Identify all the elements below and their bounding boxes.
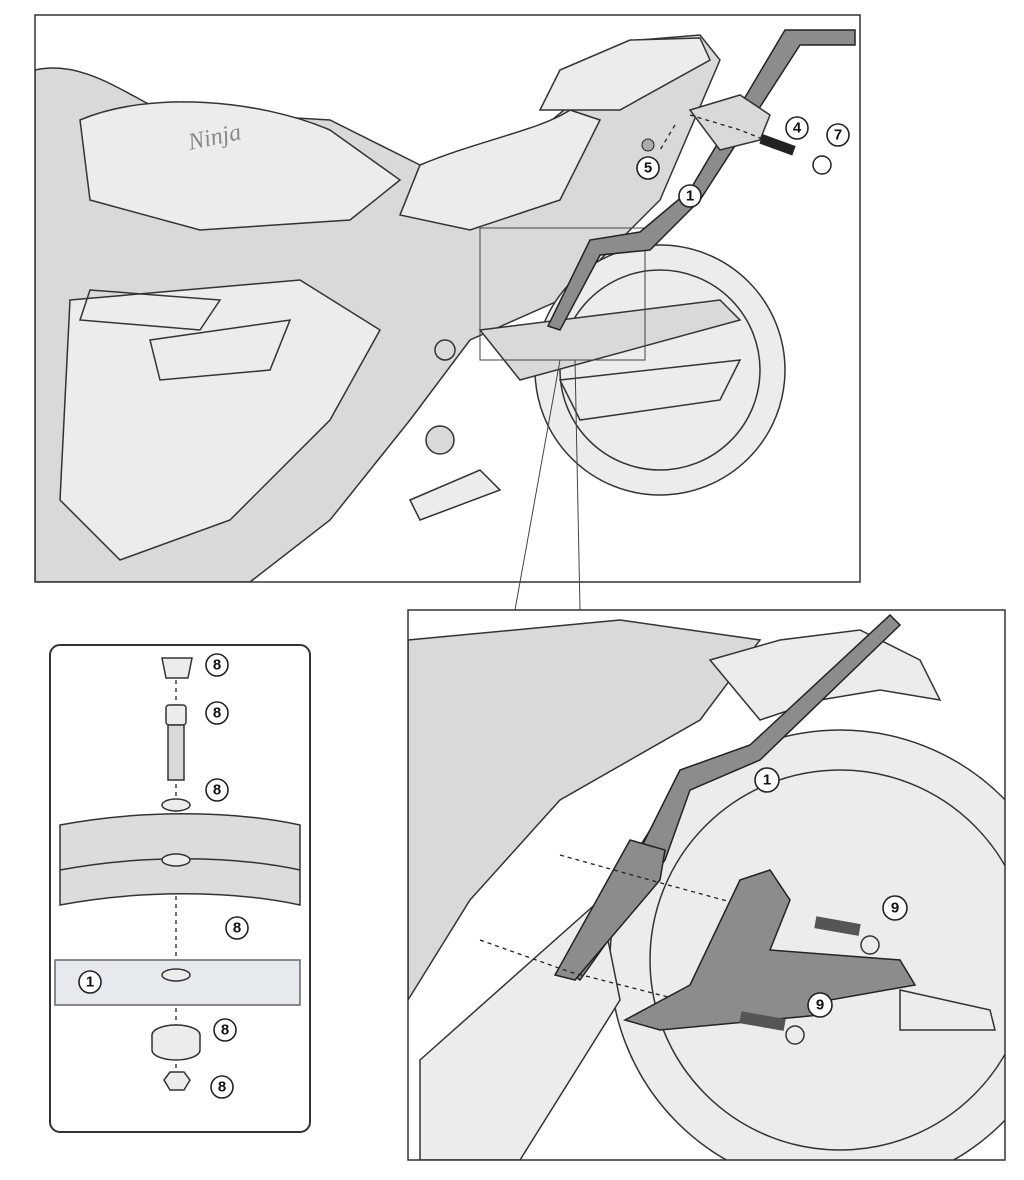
svg-text:8: 8 [221, 1022, 229, 1039]
svg-text:1: 1 [763, 772, 771, 789]
hardware-panel: 8 8 8 8 1 8 8 [49, 644, 311, 1133]
callout-8-rubber: 8 [213, 1018, 237, 1042]
overview-panel: Ninja 4 5 1 7 [34, 14, 861, 583]
detail-panel: 1 9 9 [407, 609, 1006, 1161]
callout-1-bracket: 1 [754, 767, 780, 793]
bracket-plate [54, 959, 301, 1006]
svg-text:8: 8 [213, 657, 221, 674]
detail-illustration [408, 610, 1005, 1160]
zoom-connector [514, 359, 581, 611]
detail-frame [407, 609, 1006, 1161]
svg-text:8: 8 [213, 705, 221, 722]
svg-text:1: 1 [686, 188, 694, 205]
svg-text:8: 8 [218, 1079, 226, 1096]
callout-5: 5 [636, 156, 660, 180]
svg-text:1: 1 [86, 974, 94, 991]
svg-text:7: 7 [834, 127, 842, 144]
callout-1-plate: 1 [78, 970, 102, 994]
callout-9-upper-bolt: 9 [882, 895, 908, 921]
bushing-cap [161, 657, 193, 679]
callout-8-washer: 8 [205, 778, 229, 802]
svg-text:8: 8 [233, 920, 241, 937]
spacer [165, 704, 187, 726]
callout-8-spacer: 8 [205, 701, 229, 725]
callout-1: 1 [678, 184, 702, 208]
nut [163, 1071, 191, 1091]
callout-9-lower-bolt: 9 [807, 992, 833, 1018]
svg-text:8: 8 [213, 782, 221, 799]
svg-text:5: 5 [644, 160, 652, 177]
bolt [167, 724, 185, 781]
callout-4: 4 [785, 116, 809, 140]
callout-8-pad: 8 [225, 916, 249, 940]
svg-text:9: 9 [816, 997, 824, 1014]
callout-8-cap: 8 [205, 653, 229, 677]
overview-frame [34, 14, 861, 583]
callout-8-nut: 8 [210, 1075, 234, 1099]
svg-text:9: 9 [891, 900, 899, 917]
washer [161, 798, 191, 812]
svg-text:4: 4 [793, 120, 802, 137]
callout-7: 7 [826, 123, 850, 147]
motorcycle-illustration: Ninja [35, 29, 856, 582]
